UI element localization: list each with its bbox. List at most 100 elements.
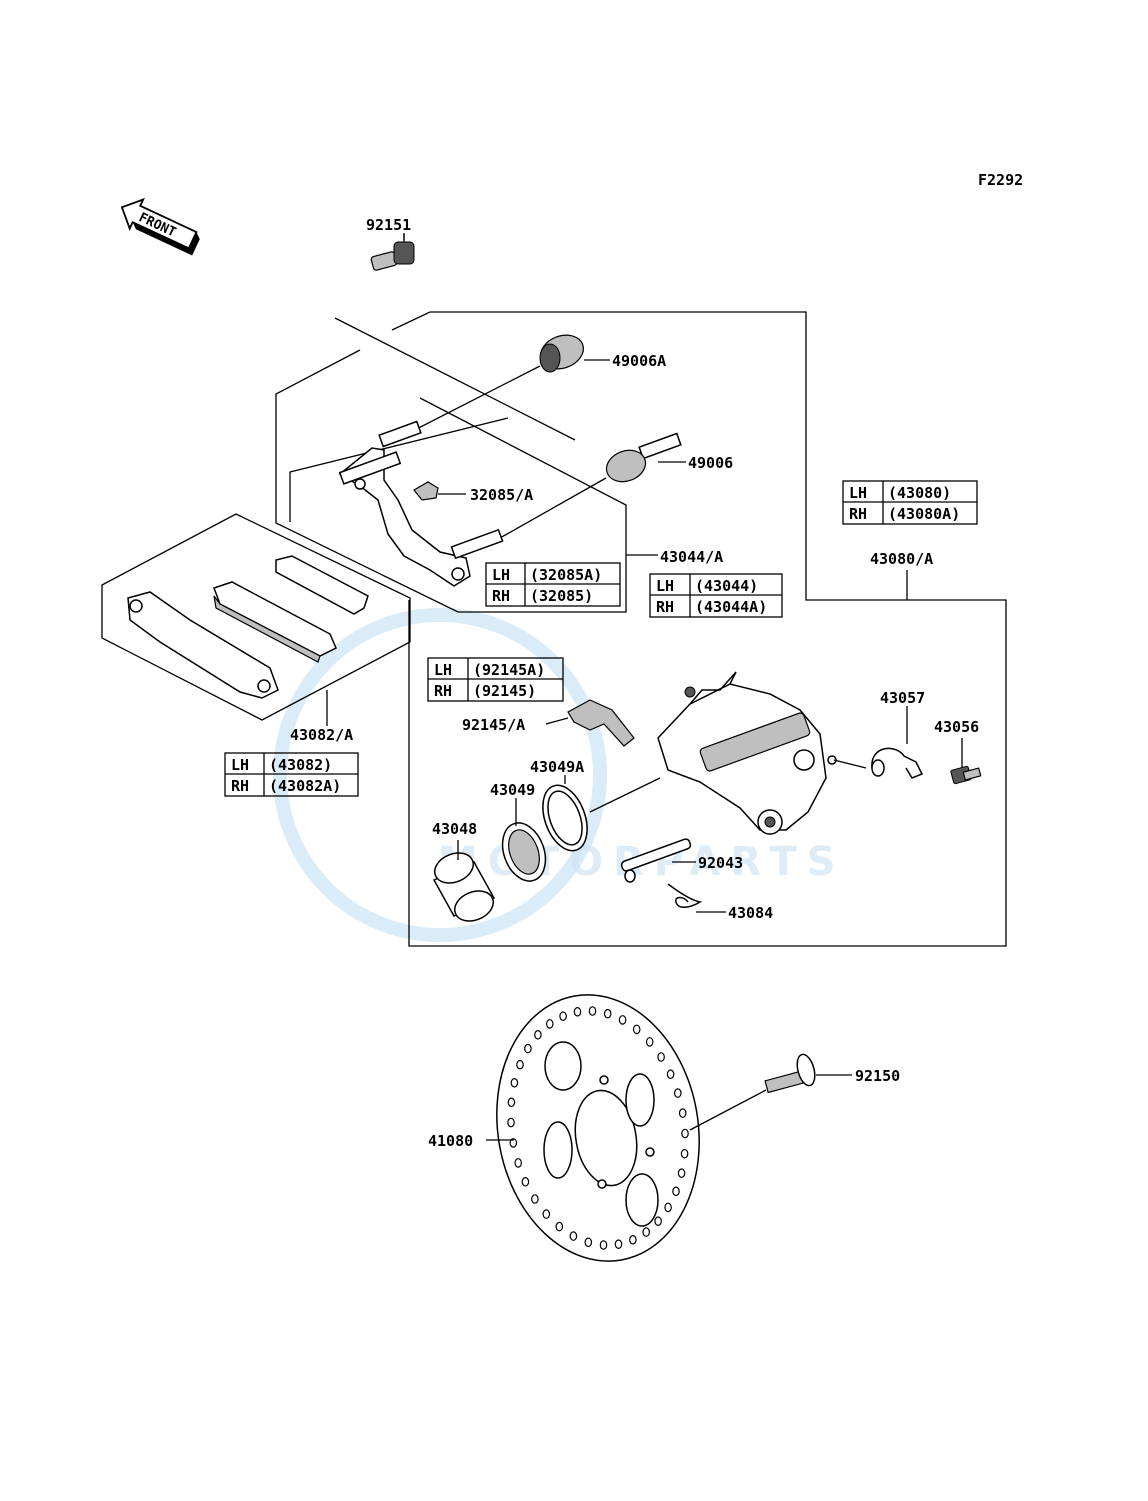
disc-hole xyxy=(573,1006,582,1017)
bleeder-43056 xyxy=(950,765,982,785)
disc-hole xyxy=(632,1024,641,1035)
disc-hole xyxy=(534,1030,542,1040)
disc-hole xyxy=(645,1037,654,1047)
leader-line xyxy=(589,777,661,813)
label-43044: 43044/A xyxy=(660,548,723,566)
figure-code: F2292 xyxy=(978,171,1023,189)
disc-hole xyxy=(516,1059,524,1070)
table-43080: LH (43080) RH (43080A) xyxy=(842,480,978,525)
leader-line xyxy=(689,1089,767,1131)
table-43082-lh-value: (43082) xyxy=(269,756,332,774)
disc-hole xyxy=(678,1108,687,1118)
pin-92043 xyxy=(620,838,692,883)
disc-hole xyxy=(509,1138,518,1148)
label-43049a: 43049A xyxy=(530,758,584,776)
table-43080-lh-value: (43080) xyxy=(888,484,951,502)
label-43082: 43082/A xyxy=(290,726,353,744)
brake-pads xyxy=(127,555,369,699)
disc-hole xyxy=(514,1158,523,1168)
table-43080-rh: RH xyxy=(849,505,867,523)
table-92145-lh: LH xyxy=(434,661,452,679)
disc-hole xyxy=(588,1006,597,1016)
disc-hole xyxy=(603,1008,612,1019)
disc-hole xyxy=(666,1069,675,1079)
caliper-bracket xyxy=(338,420,504,587)
piston-43048 xyxy=(432,852,496,922)
clip-43084 xyxy=(667,883,703,908)
pad-set-outline xyxy=(101,513,411,721)
disc-holes xyxy=(507,1006,689,1250)
disc-hole xyxy=(521,1177,530,1187)
disc-hole xyxy=(618,1015,627,1025)
caliper-body xyxy=(657,671,837,835)
disc-hole xyxy=(559,1011,567,1021)
label-92043: 92043 xyxy=(698,854,743,872)
label-43049: 43049 xyxy=(490,781,535,799)
label-49006: 49006 xyxy=(688,454,733,472)
disc-hole xyxy=(569,1231,578,1241)
disc-hole xyxy=(657,1052,665,1062)
label-49006a: 49006A xyxy=(612,352,666,370)
pad-spring-32085 xyxy=(413,481,466,501)
label-43080: 43080/A xyxy=(870,550,933,568)
leader-line xyxy=(334,317,576,441)
disc-hole xyxy=(507,1117,515,1128)
leader-line xyxy=(833,759,867,769)
disc-hole xyxy=(531,1194,539,1204)
label-43057: 43057 xyxy=(880,689,925,707)
disc-hole xyxy=(681,1128,689,1139)
disc-hole xyxy=(545,1019,554,1029)
disc-hole xyxy=(542,1209,551,1219)
disc-hole xyxy=(680,1148,689,1159)
table-32085-rh: RH xyxy=(492,587,510,605)
disc-hole xyxy=(673,1088,682,1098)
table-32085-lh-value: (32085A) xyxy=(530,566,602,584)
label-92150: 92150 xyxy=(855,1067,900,1085)
label-41080: 41080 xyxy=(428,1132,473,1150)
bracket-assembly-outline xyxy=(275,349,627,613)
table-43044: LH (43044) RH (43044A) xyxy=(649,573,783,618)
seal-43049a xyxy=(542,784,588,852)
disc-hole xyxy=(524,1043,532,1054)
label-92151: 92151 xyxy=(366,216,411,234)
table-92145-rh-value: (92145) xyxy=(473,682,536,700)
disc-hole xyxy=(642,1227,651,1237)
table-43044-lh-value: (43044) xyxy=(695,577,758,595)
hose-43057 xyxy=(871,747,924,779)
table-43044-rh: RH xyxy=(656,598,674,616)
brake-disc-41080 xyxy=(496,994,700,1262)
table-92145: LH (92145A) RH (92145) xyxy=(427,657,564,702)
table-43082-lh: LH xyxy=(231,756,249,774)
caliper-assembly-outline xyxy=(391,311,1007,947)
table-32085-rh-value: (32085) xyxy=(530,587,593,605)
boot-49006 xyxy=(605,432,686,483)
bolt-92151 xyxy=(370,234,415,271)
watermark: MOTORPARTS xyxy=(273,608,836,942)
table-92145-lh-value: (92145A) xyxy=(473,661,545,679)
table-43044-rh-value: (43044A) xyxy=(695,598,767,616)
leader-line xyxy=(499,477,607,539)
disc-hole xyxy=(677,1168,686,1178)
pad-spring-92145 xyxy=(545,699,635,747)
label-43048: 43048 xyxy=(432,820,477,838)
disc-hole xyxy=(654,1216,662,1226)
boot-49006a xyxy=(539,334,610,373)
disc-hole xyxy=(664,1202,672,1213)
table-43082-rh: RH xyxy=(231,777,249,795)
disc-hole xyxy=(584,1237,593,1248)
table-32085: LH (32085A) RH (32085) xyxy=(485,562,621,607)
disc-hole xyxy=(614,1239,623,1249)
table-43082: LH (43082) RH (43082A) xyxy=(224,752,359,797)
label-32085: 32085/A xyxy=(470,486,533,504)
seal-43049 xyxy=(501,822,547,882)
label-92145: 92145/A xyxy=(462,716,525,734)
bracket-inner-outline xyxy=(289,417,509,522)
disc-hole xyxy=(599,1240,608,1250)
disc-hole xyxy=(672,1186,680,1197)
table-43044-lh: LH xyxy=(656,577,674,595)
table-92145-rh: RH xyxy=(434,682,452,700)
label-43056: 43056 xyxy=(934,718,979,736)
table-32085-lh: LH xyxy=(492,566,510,584)
table-43082-rh-value: (43082A) xyxy=(269,777,341,795)
